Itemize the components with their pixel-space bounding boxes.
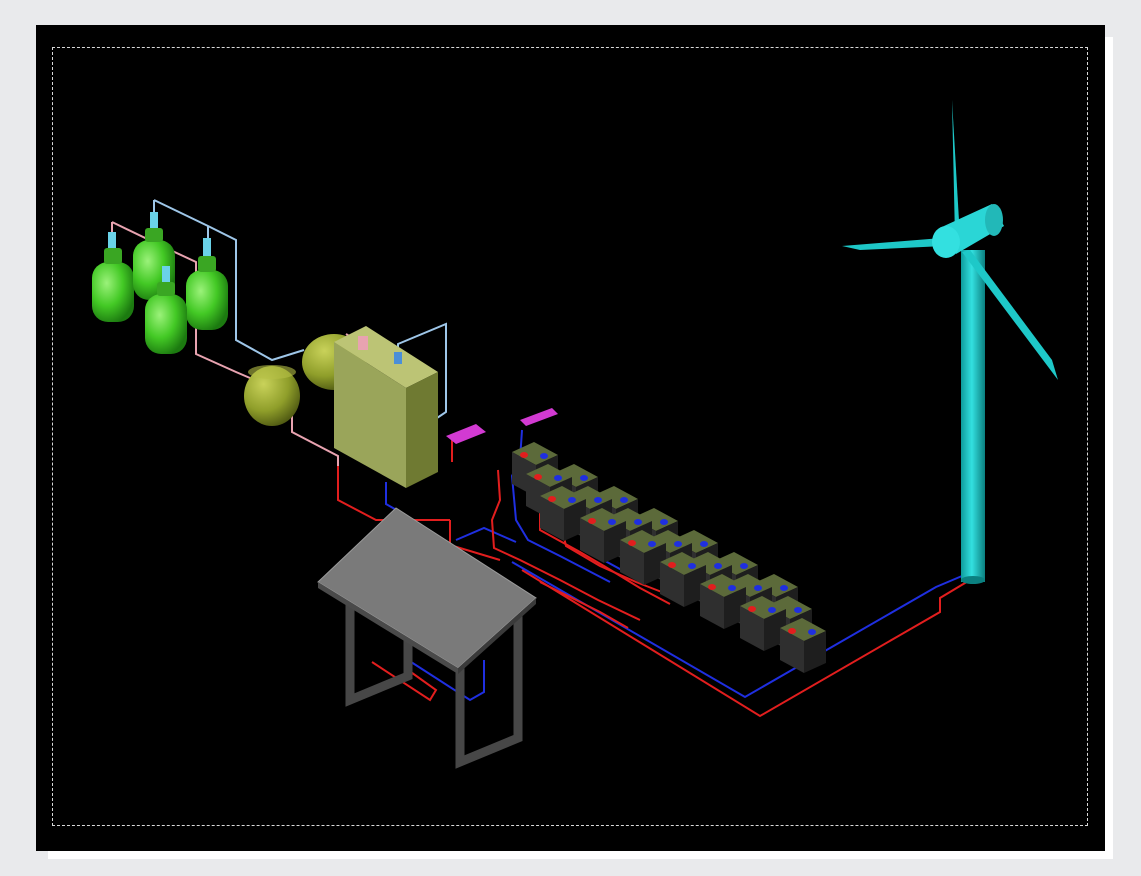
battery-bank: [512, 442, 826, 673]
connectors: [446, 408, 558, 444]
cabinet-icon: [358, 336, 402, 364]
gas-cylinder-icon: [92, 232, 134, 322]
battery-icon: [780, 618, 826, 673]
wind-turbine: [842, 100, 1058, 584]
battery-icon: [580, 508, 626, 563]
gas-cylinder-icon: [186, 238, 228, 330]
control-cabinet: [334, 326, 438, 488]
tank-icon: [244, 365, 300, 426]
solar-panel: [317, 507, 537, 769]
gas-cylinders: [92, 212, 228, 354]
panel-stand: [345, 600, 523, 769]
battery-icon: [660, 552, 706, 607]
wind-turbine-icon: [842, 100, 1058, 584]
solar-panel-icon: [317, 507, 537, 674]
drawing-sheet: [36, 25, 1105, 851]
battery-icon: [620, 530, 666, 585]
gas-cylinder-icon: [145, 266, 187, 354]
